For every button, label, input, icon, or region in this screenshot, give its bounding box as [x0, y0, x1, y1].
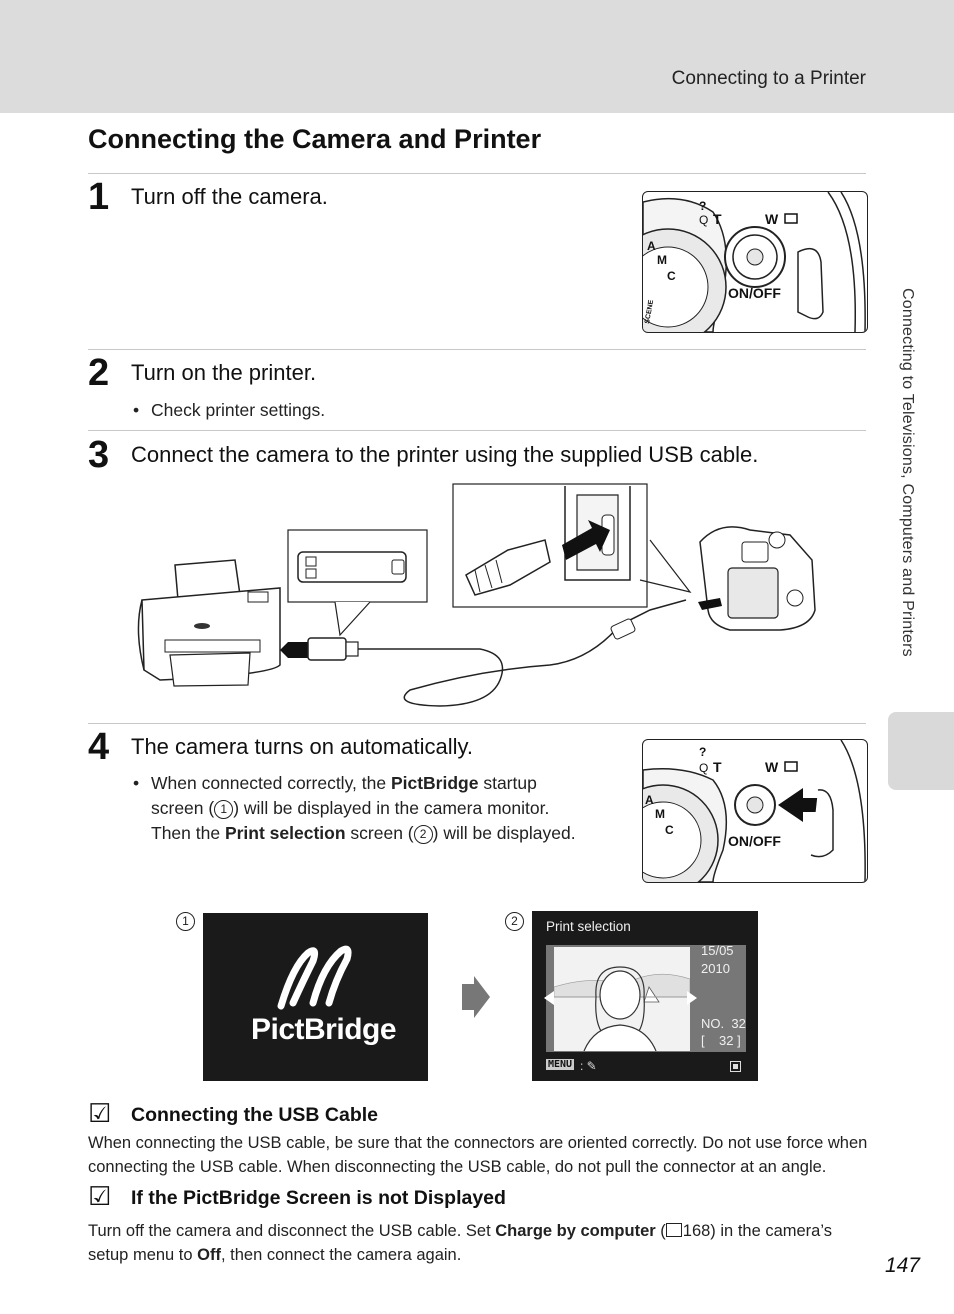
side-chapter-label: Connecting to Televisions, Computers and…: [899, 288, 916, 657]
svg-text:T: T: [713, 759, 722, 775]
svg-text:ON/OFF: ON/OFF: [728, 285, 781, 301]
callout-number-icon: 2: [413, 825, 433, 844]
step-4-number: 4: [88, 726, 110, 768]
pictbridge-logo-icon: [277, 945, 352, 1010]
print-count: [ 32 ]: [701, 1033, 741, 1048]
next-image-arrow-icon: [687, 991, 697, 1005]
svg-text:?: ?: [699, 199, 706, 213]
menu-button-icon: MENU: [546, 1059, 575, 1070]
image-number: NO. 32: [701, 1016, 746, 1031]
header-band: [0, 0, 954, 113]
thumbnail-view-icon: [730, 1061, 741, 1072]
svg-text:Q: Q: [699, 213, 708, 227]
camera-top-graphic: A M C SCENE ? Q T W ON/OFF: [643, 192, 866, 332]
camera-top-illustration-on: A M C ? Q T W ON/OFF: [642, 739, 868, 883]
divider: [88, 723, 866, 724]
svg-text:A: A: [645, 793, 654, 807]
step-2-bullet: • Check printer settings.: [133, 398, 326, 423]
side-tab-marker: [888, 712, 954, 790]
pictbridge-wordmark: PictBridge: [251, 1013, 397, 1046]
arrow-right-icon: [462, 976, 490, 1018]
svg-text:A: A: [647, 239, 656, 253]
note-1-title: Connecting the USB Cable: [131, 1104, 379, 1126]
note-2-body: Turn off the camera and disconnect the U…: [88, 1222, 832, 1264]
step-3-text: Connect the camera to the printer using …: [131, 442, 759, 467]
svg-text:W: W: [765, 211, 779, 227]
step-4-bullet: • When connected correctly, the PictBrid…: [133, 771, 621, 846]
section-title: Connecting the Camera and Printer: [88, 124, 542, 154]
step-4-bullet-line-3: Then the Print selection screen (2) will…: [151, 823, 576, 844]
camera-body-graphic: [698, 526, 816, 631]
screen-1-label: 1: [176, 912, 195, 931]
callout-number-icon: 2: [505, 912, 524, 931]
svg-text:?: ?: [699, 745, 706, 759]
step-4-bullet-line-2: screen (1) will be displayed in the came…: [151, 798, 550, 819]
image-date-year: 2010: [701, 961, 730, 976]
book-reference-icon: [665, 1223, 682, 1237]
camera-top-graphic: A M C ? Q T W ON/OFF: [643, 740, 866, 882]
svg-text:C: C: [665, 823, 674, 837]
note-1-body: When connecting the USB cable, be sure t…: [88, 1134, 868, 1176]
pictbridge-startup-screen: PictBridge: [203, 913, 428, 1081]
print-selection-title: Print selection: [546, 919, 631, 934]
page-number: 147: [884, 1254, 920, 1277]
caution-check-icon: ☑: [88, 1098, 112, 1128]
usb-connection-illustration: [130, 480, 830, 712]
svg-text:M: M: [657, 253, 667, 267]
svg-text:T: T: [713, 211, 722, 227]
callout-number-icon: 1: [176, 912, 195, 931]
print-menu-icon: : ✎: [580, 1059, 597, 1073]
printer-graphic: [137, 559, 281, 687]
print-selection-screen: Print selection 15/05 2010 NO. 32 [ 32 ]…: [532, 911, 758, 1081]
divider: [88, 349, 866, 350]
svg-text:Q: Q: [699, 761, 708, 775]
bullet-dot: •: [133, 400, 140, 420]
divider: [88, 430, 866, 431]
svg-text:M: M: [655, 807, 665, 821]
callout-number-icon: 1: [214, 800, 234, 819]
svg-text:ON/OFF: ON/OFF: [728, 833, 781, 849]
svg-text:W: W: [765, 759, 779, 775]
step-2-number: 2: [88, 352, 110, 394]
step-1-number: 1: [88, 176, 110, 218]
bullet-dot: •: [133, 773, 140, 793]
image-date-day-month: 15/05: [701, 943, 734, 958]
chapter-title: Connecting to a Printer: [671, 68, 866, 89]
step-2-bullet-text: Check printer settings.: [151, 400, 326, 420]
svg-text:C: C: [667, 269, 676, 283]
step-3-number: 3: [88, 434, 110, 476]
step-2-text: Turn on the printer.: [131, 360, 317, 385]
step-4-text: The camera turns on automatically.: [131, 734, 473, 759]
divider: [88, 173, 866, 174]
step-1-text: Turn off the camera.: [131, 184, 328, 209]
previous-image-arrow-icon: [544, 991, 554, 1005]
note-2-title: If the PictBridge Screen is not Displaye…: [131, 1187, 506, 1209]
svg-text:SCENE: SCENE: [644, 299, 655, 324]
caution-check-icon: ☑: [88, 1181, 112, 1211]
usb-connection-graphic: [137, 483, 816, 707]
screen-2-label: 2: [505, 912, 524, 931]
step-4-bullet-line-1: When connected correctly, the PictBridge…: [151, 773, 537, 793]
photo-thumbnail: [554, 947, 690, 1051]
camera-top-illustration-off: A M C SCENE ? Q T W ON/OFF: [642, 191, 868, 333]
